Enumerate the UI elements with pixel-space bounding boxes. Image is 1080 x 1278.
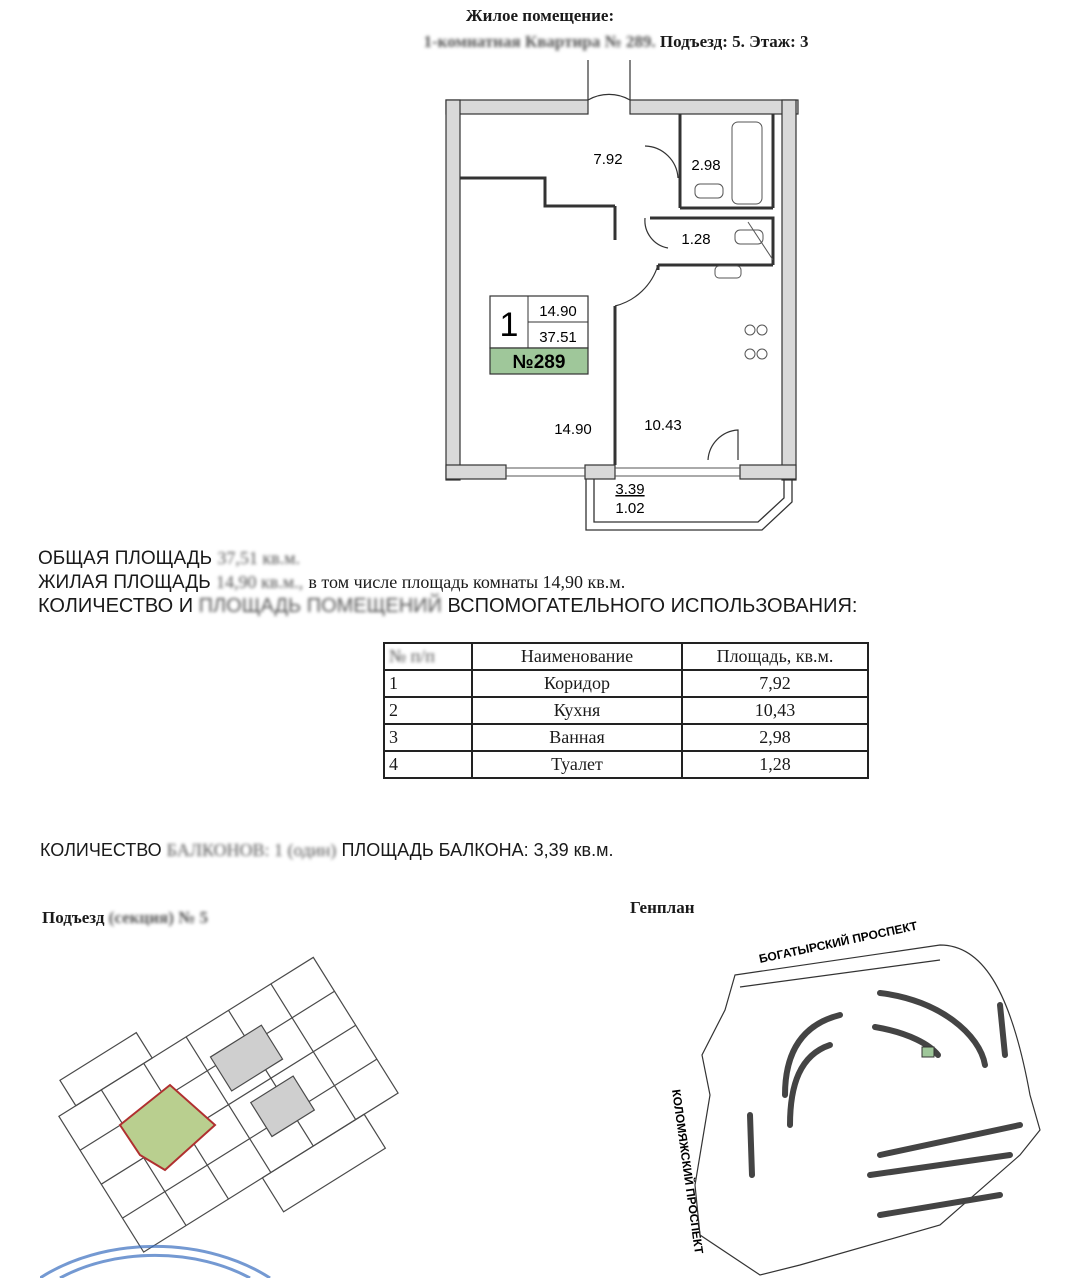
apartment-title: 1-комнатная Квартира № 289. Подъезд: 5. …	[0, 32, 1080, 52]
balcony-count-label: КОЛИЧЕСТВО	[40, 840, 162, 860]
aux-heading-b: ПЛОЩАДЬ ПОМЕЩЕНИЙ	[198, 595, 442, 617]
balcony-count-value: БАЛКОНОВ: 1 (один)	[166, 840, 337, 860]
room-corridor-area: 7.92	[593, 151, 622, 168]
header-name: Наименование	[471, 642, 683, 671]
header-number: № п/п	[383, 642, 473, 671]
aux-rooms-table: № п/п Наименование Площадь, кв.м. 1 Кори…	[383, 642, 869, 779]
cell-number: 2	[383, 696, 473, 725]
floor-plan: 1 14.90 37.51 №289 7.92 2.98 1.28 14.90 …	[445, 60, 799, 531]
fixtures	[694, 121, 774, 360]
highlighted-apartment	[118, 1083, 217, 1172]
apartment-type: 1-комнатная Квартира № 289.	[423, 32, 656, 51]
aux-heading-c: ВСПОМОГАТЕЛЬНОГО ИСПОЛЬЗОВАНИЯ:	[447, 595, 858, 617]
stamp	[40, 1244, 271, 1278]
cell-area: 7,92	[681, 669, 869, 698]
street-top: БОГАТЫРСКИЙ ПРОСПЕКТ	[758, 918, 920, 966]
badge-living: 14.90	[539, 303, 577, 320]
cell-number: 1	[383, 669, 473, 698]
living-area-detail: в том числе площадь комнаты 14,90 кв.м.	[308, 572, 626, 592]
cell-number: 4	[383, 750, 473, 779]
balcony-outline	[585, 479, 793, 531]
badge-number: №289	[513, 352, 566, 373]
genplan-highlight	[921, 1046, 935, 1058]
cell-number: 3	[383, 723, 473, 752]
total-area-line: ОБЩАЯ ПЛОЩАДЬ 37,51 кв.м.	[38, 548, 300, 570]
apartment-badge: 1 14.90 37.51 №289	[489, 295, 589, 375]
room-living-area: 14.90	[554, 421, 592, 438]
outer-walls	[445, 99, 799, 481]
badge-total: 37.51	[539, 329, 577, 346]
entrance-floor: Подъезд: 5. Этаж: 3	[659, 32, 809, 51]
section-label: Подъезд (секция) № 5	[42, 908, 208, 928]
document-title: Жилое помещение:	[0, 6, 1080, 26]
balcony-coefficient: 1.02	[615, 500, 644, 517]
site-outline	[694, 944, 1041, 1276]
building-blocks	[747, 990, 1023, 1218]
cell-area: 2,98	[681, 723, 869, 752]
badge-rooms: 1	[500, 306, 519, 344]
living-area-line: ЖИЛАЯ ПЛОЩАДЬ 14,90 кв.м., в том числе п…	[38, 572, 625, 594]
street-left: КОЛОМЯЖСКИЙ ПРОСПЕКТ	[669, 1088, 707, 1255]
table-row: 3 Ванная 2,98	[383, 723, 869, 752]
title-line1: Жилое помещение:	[465, 6, 615, 25]
room-bath-area: 2.98	[691, 157, 720, 174]
section-label-prefix: Подъезд	[42, 908, 105, 927]
living-area-label: ЖИЛАЯ ПЛОЩАДЬ	[38, 572, 211, 593]
section-plan	[40, 956, 399, 1278]
table-row: 4 Туалет 1,28	[383, 750, 869, 779]
balcony-area: 3.39	[615, 481, 644, 498]
cell-area: 1,28	[681, 750, 869, 779]
cell-name: Коридор	[471, 669, 683, 698]
table-header-row: № п/п Наименование Площадь, кв.м.	[383, 642, 869, 671]
living-area-value: 14,90 кв.м.,	[215, 572, 304, 592]
genplan-map: БОГАТЫРСКИЙ ПРОСПЕКТ КОЛОМЯЖСКИЙ ПРОСПЕК…	[669, 918, 1041, 1276]
cell-name: Ванная	[471, 723, 683, 752]
aux-heading-a: КОЛИЧЕСТВО И	[38, 595, 194, 617]
balcony-line: КОЛИЧЕСТВО БАЛКОНОВ: 1 (один) ПЛОЩАДЬ БА…	[40, 840, 613, 861]
room-kitchen-area: 10.43	[644, 417, 682, 434]
cell-name: Туалет	[471, 750, 683, 779]
total-area-label: ОБЩАЯ ПЛОЩАДЬ	[38, 548, 213, 569]
section-label-blur: (секция)	[108, 908, 174, 927]
door-arcs	[587, 60, 739, 461]
section-number: № 5	[178, 908, 208, 927]
header-area: Площадь, кв.м.	[681, 642, 869, 671]
room-toilet-area: 1.28	[681, 231, 710, 248]
balcony-area-text: ПЛОЩАДЬ БАЛКОНА: 3,39 кв.м.	[341, 840, 614, 860]
table-row: 2 Кухня 10,43	[383, 696, 869, 725]
table-row: 1 Коридор 7,92	[383, 669, 869, 698]
cell-area: 10,43	[681, 696, 869, 725]
inner-walls	[460, 114, 775, 465]
cell-name: Кухня	[471, 696, 683, 725]
genplan-title: Генплан	[630, 898, 695, 917]
windows	[506, 467, 740, 477]
total-area-value: 37,51 кв.м.	[217, 548, 301, 568]
aux-rooms-heading: КОЛИЧЕСТВО И ПЛОЩАДЬ ПОМЕЩЕНИЙ ВСПОМОГАТ…	[38, 595, 857, 618]
